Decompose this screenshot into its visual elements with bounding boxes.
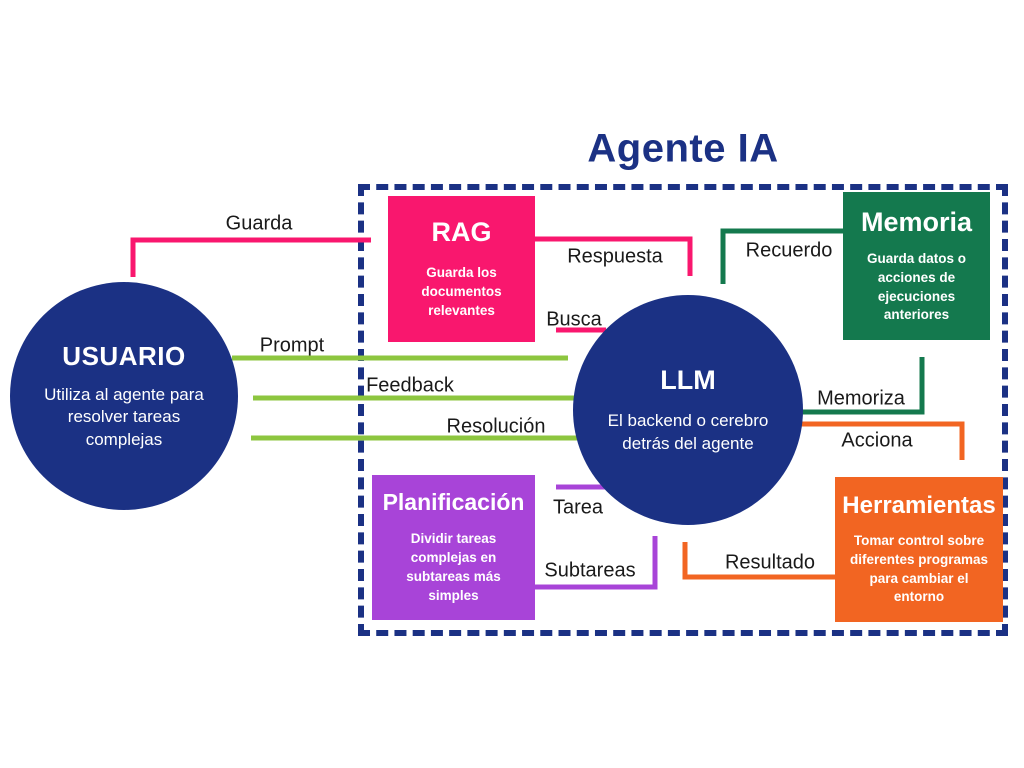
- node-llm: LLM El backend o cerebro detrás del agen…: [573, 295, 803, 525]
- node-usuario-description: Utiliza al agente para resolver tareas c…: [44, 384, 204, 449]
- node-llm-description: El backend o cerebro detrás del agente: [607, 411, 769, 453]
- node-planificacion-title: Planificación: [382, 489, 525, 516]
- node-rag: RAG Guarda los documentos relevantes: [388, 196, 535, 342]
- edge-label-acciona: Acciona: [841, 429, 913, 452]
- edge-label-busca: Busca: [546, 308, 602, 331]
- diagram-title: Agente IA: [587, 126, 779, 171]
- node-memoria-title: Memoria: [860, 206, 973, 237]
- edge-label-resultado: Resultado: [724, 551, 816, 574]
- node-planificacion: Planificación Dividir tareas complejas e…: [372, 475, 535, 620]
- node-herramientas-description: Tomar control sobre diferentes programas…: [849, 532, 989, 605]
- edge-label-feedback: Feedback: [366, 374, 454, 397]
- agent-boundary-box: [358, 184, 1008, 636]
- node-usuario-title: USUARIO: [62, 340, 186, 371]
- node-memoria-description: Guarda datos o acciones de ejecuciones a…: [866, 250, 966, 323]
- edge-label-prompt: Prompt: [259, 334, 325, 357]
- node-rag-description: Guarda los documentos relevantes: [421, 265, 502, 318]
- node-memoria: Memoria Guarda datos o acciones de ejecu…: [843, 192, 990, 340]
- edge-guarda: [130, 237, 371, 277]
- edge-label-recuerdo: Recuerdo: [745, 239, 833, 262]
- node-usuario: USUARIO Utiliza al agente para resolver …: [10, 282, 238, 510]
- node-planificacion-description: Dividir tareas complejas en subtareas má…: [406, 531, 501, 603]
- edge-label-guarda: Guarda: [225, 212, 293, 235]
- node-llm-title: LLM: [660, 365, 716, 396]
- edge-label-resolucion: Resolución: [446, 415, 546, 438]
- edge-label-respuesta: Respuesta: [567, 245, 663, 268]
- edge-label-subtareas: Subtareas: [544, 559, 636, 582]
- edge-label-tarea: Tarea: [552, 496, 604, 519]
- node-herramientas-title: Herramientas: [842, 491, 996, 519]
- edge-label-memoriza: Memoriza: [817, 387, 905, 410]
- node-rag-title: RAG: [431, 217, 492, 248]
- node-herramientas: Herramientas Tomar control sobre diferen…: [835, 477, 1003, 622]
